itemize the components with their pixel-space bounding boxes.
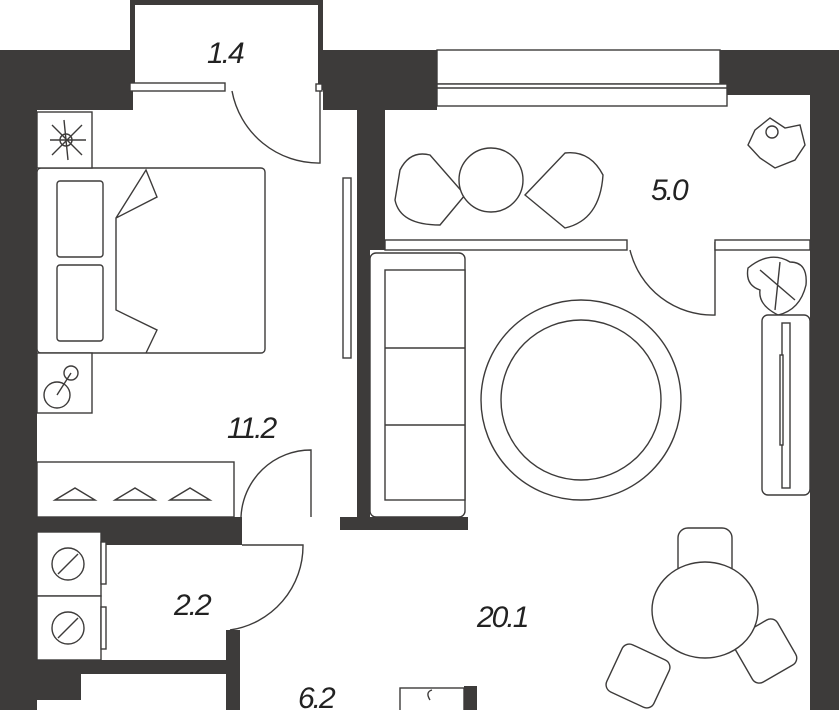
window-top [436, 49, 728, 107]
balcony-door-frame [129, 82, 323, 92]
sofa [369, 252, 466, 518]
area-label-balcony: 1.4 [207, 37, 244, 70]
area-label-laundry: 2.2 [173, 589, 212, 622]
doors [229, 90, 716, 631]
plant-icon [36, 111, 93, 169]
area-label-bedroom: 11.2 [227, 412, 277, 445]
tv-stand [761, 314, 811, 496]
area-label-hallway: 6.2 [298, 682, 336, 710]
armchairs-and-table [394, 147, 604, 229]
round-rug [480, 299, 682, 501]
washing-machines [36, 531, 107, 661]
nightstand-lamp-icon [36, 352, 93, 414]
partition [384, 239, 811, 251]
plant-icon [747, 117, 806, 169]
dining-table [605, 527, 798, 709]
area-label-living-room: 20.1 [476, 601, 528, 634]
bed [36, 167, 266, 354]
area-label-kitchen-nook: 5.0 [651, 174, 689, 207]
sink-unit [399, 687, 465, 710]
wardrobe [36, 461, 235, 518]
monstera-plant-icon [746, 256, 807, 316]
